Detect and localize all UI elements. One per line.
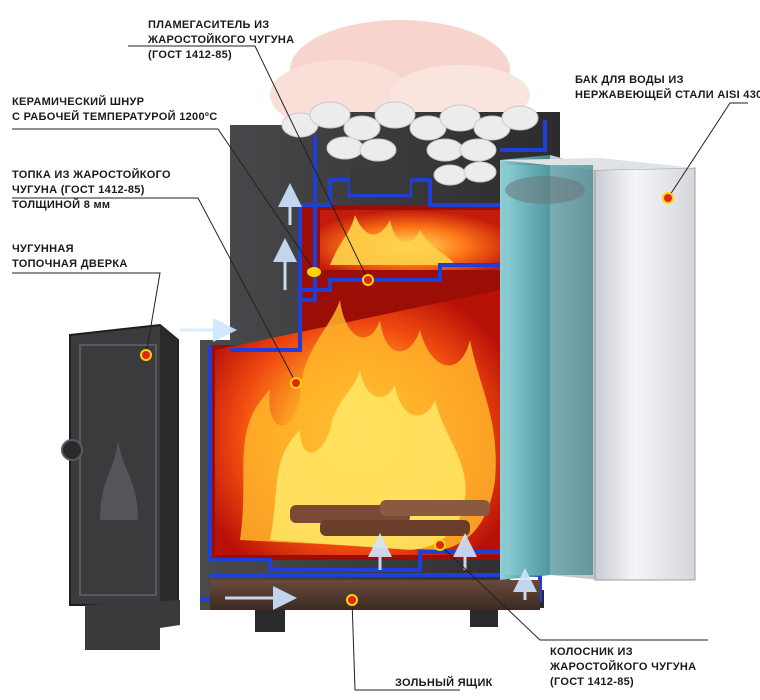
marker-water-tank (662, 192, 674, 204)
door-handle-knob (61, 439, 83, 461)
callout-markers (140, 192, 674, 606)
water-tank (500, 155, 696, 581)
firebox-door (61, 323, 180, 650)
label-grate-line-3: (ГОСТ 1412-85) (550, 676, 634, 688)
label-grate: КОЛОСНИК ИЗ ЖАРОСТОЙКОГО ЧУГУНА (ГОСТ 14… (550, 645, 696, 690)
label-grate-line-2: ЖАРОСТОЙКОГО ЧУГУНА (550, 661, 697, 673)
label-flame-damper: ПЛАМЕГАСИТЕЛЬ ИЗ ЖАРОСТОЙКОГО ЧУГУНА (ГО… (148, 18, 294, 63)
marker-flame-damper (362, 274, 374, 286)
label-ceramic-cord-line-1: КЕРАМИЧЕСКИЙ ШНУР (12, 96, 145, 108)
label-flame-damper-line-3: (ГОСТ 1412-85) (148, 49, 232, 61)
label-door: ЧУГУННАЯ ТОПОЧНАЯ ДВЕРКА (12, 242, 128, 272)
label-door-line-1: ЧУГУННАЯ (12, 243, 74, 255)
air-flow-arrows (180, 183, 537, 610)
label-ash-box-line-1: ЗОЛЬНЫЙ ЯЩИК (395, 677, 493, 689)
marker-ash-box (346, 594, 358, 606)
label-water-tank: БАК ДЛЯ ВОДЫ ИЗ НЕРЖАВЕЮЩЕЙ СТАЛИ AISI 4… (575, 73, 760, 103)
label-ash-box: ЗОЛЬНЫЙ ЯЩИК (395, 676, 493, 691)
marker-ceramic-cord (307, 267, 321, 277)
marker-grate (434, 539, 446, 551)
label-ceramic-cord-line-2: С РАБОЧЕЙ ТЕМПЕРАТУРОЙ 1200ºС (12, 111, 218, 123)
label-water-tank-line-2: НЕРЖАВЕЮЩЕЙ СТАЛИ AISI 430 (575, 89, 760, 101)
leader-ash-box (351, 599, 460, 691)
leader-lines (12, 45, 748, 691)
marker-firebox (290, 377, 302, 389)
label-water-tank-line-1: БАК ДЛЯ ВОДЫ ИЗ (575, 74, 684, 86)
label-firebox-line-3: ТОЛЩИНОЙ 8 мм (12, 199, 111, 211)
label-ceramic-cord: КЕРАМИЧЕСКИЙ ШНУР С РАБОЧЕЙ ТЕМПЕРАТУРОЙ… (12, 95, 217, 125)
sauna-stones (281, 101, 539, 186)
firewood (290, 500, 490, 536)
leader-ceramic-cord (12, 128, 315, 271)
label-flame-damper-line-2: ЖАРОСТОЙКОГО ЧУГУНА (148, 34, 295, 46)
label-firebox: ТОПКА ИЗ ЖАРОСТОЙКОГО ЧУГУНА (ГОСТ 1412-… (12, 168, 171, 213)
leader-water-tank (667, 102, 748, 199)
leader-door (12, 272, 161, 356)
leader-firebox (12, 197, 297, 384)
ash-drawer (210, 580, 540, 610)
label-firebox-line-1: ТОПКА ИЗ ЖАРОСТОЙКОГО (12, 169, 171, 181)
label-firebox-line-2: ЧУГУНА (ГОСТ 1412-85) (12, 184, 145, 196)
label-grate-line-1: КОЛОСНИК ИЗ (550, 646, 633, 658)
leader-flame-damper (128, 45, 369, 281)
label-flame-damper-line-1: ПЛАМЕГАСИТЕЛЬ ИЗ (148, 19, 270, 31)
chimney-collar (350, 168, 410, 194)
label-door-line-2: ТОПОЧНАЯ ДВЕРКА (12, 258, 128, 270)
leader-grate (439, 544, 708, 641)
marker-door (140, 349, 152, 361)
